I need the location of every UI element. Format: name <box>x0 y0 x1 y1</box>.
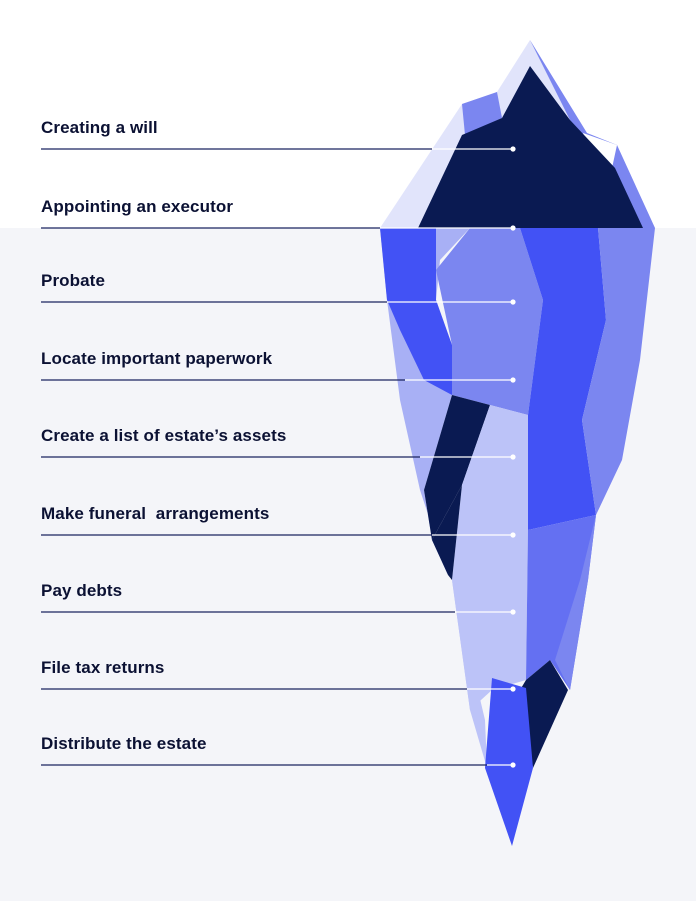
iceberg-peak-highlight <box>583 133 617 168</box>
item-label: Create a list of estate’s assets <box>41 426 287 445</box>
iceberg-underwater-center <box>436 228 543 415</box>
iceberg-tip <box>485 678 533 846</box>
iceberg-underwater-dark-right <box>520 660 568 768</box>
item-label: File tax returns <box>41 658 165 677</box>
item-leader-dot <box>510 686 516 692</box>
item-leader-dot <box>510 454 516 460</box>
item-leader-dot <box>510 762 516 768</box>
iceberg-underwater-pale <box>452 405 528 710</box>
item-label: Locate important paperwork <box>41 349 273 368</box>
iceberg-ridge-left <box>462 92 502 135</box>
item-leader-dot <box>510 609 516 615</box>
iceberg-underwater-left-edge <box>380 228 436 300</box>
item-leader-dot <box>510 532 516 538</box>
iceberg-underwater-dark-left-low <box>432 485 462 580</box>
item-label: Creating a will <box>41 118 158 137</box>
iceberg-underwater-right <box>582 228 655 515</box>
iceberg-underwater-blue-left <box>387 300 452 395</box>
item-label: Distribute the estate <box>41 734 207 753</box>
iceberg-peak-dark <box>418 66 643 228</box>
item-leader-dot <box>510 225 516 231</box>
iceberg-underwater-dark-left <box>424 395 490 540</box>
iceberg-ridge-right <box>530 40 655 228</box>
iceberg-underwater-right-low <box>555 515 596 690</box>
item-leader-dot <box>510 377 516 383</box>
iceberg-underwater-mid-right <box>526 515 596 690</box>
iceberg-underwater-blue-main <box>520 228 606 530</box>
iceberg-underwater-bottom-left <box>452 580 487 768</box>
item-label: Appointing an executor <box>41 197 234 216</box>
item-leader-dot <box>510 146 516 152</box>
item-label: Make funeral arrangements <box>41 504 270 523</box>
item-label: Pay debts <box>41 581 123 600</box>
item-leader-dot <box>510 299 516 305</box>
item-label: Probate <box>41 271 105 290</box>
